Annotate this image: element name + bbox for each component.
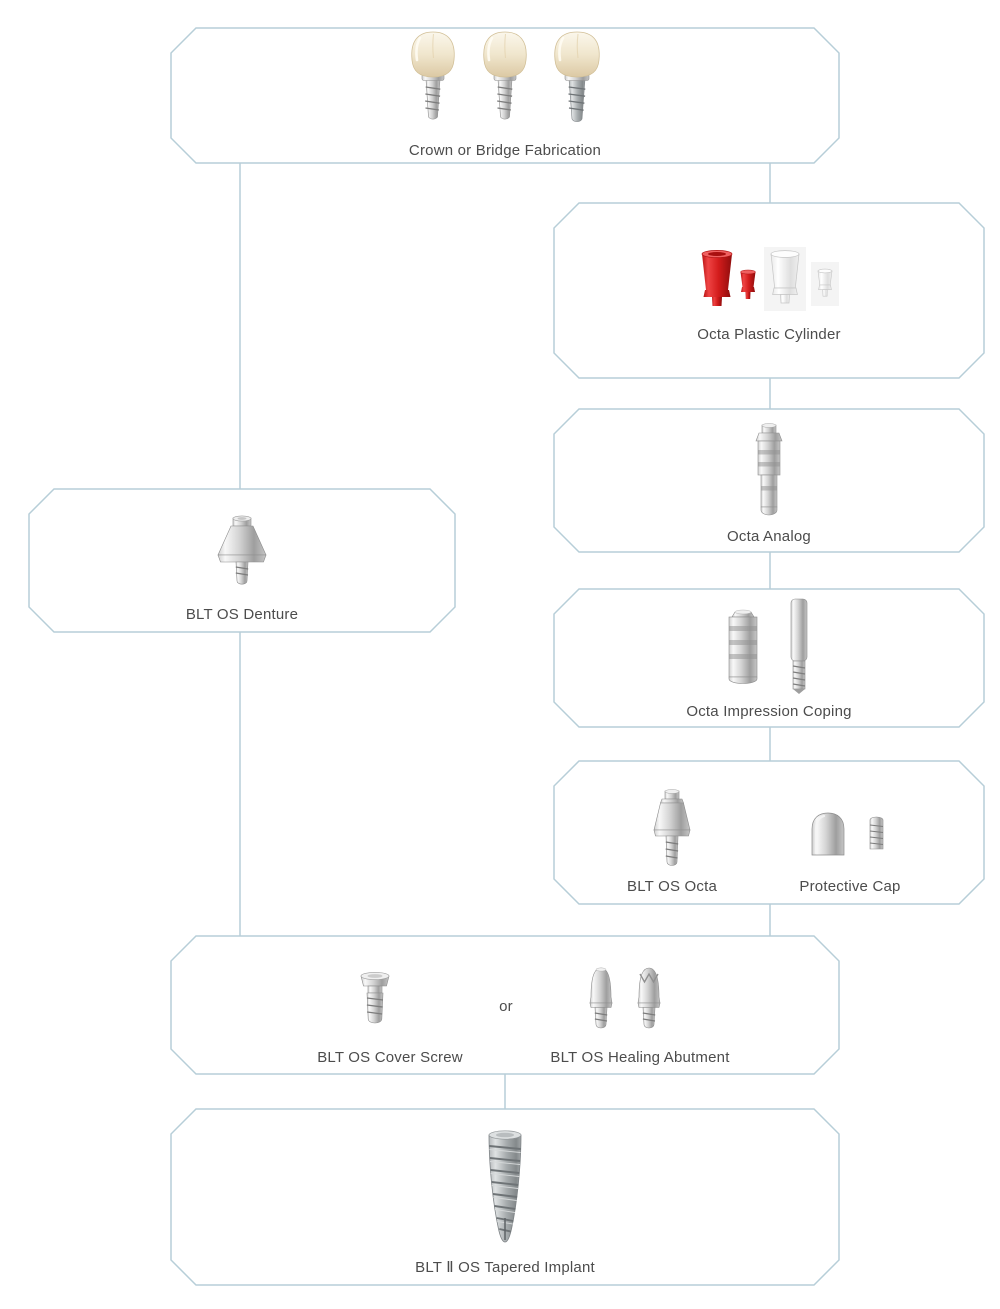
node-cover-screw-or-healing-abutment: or BLT OS Cover Screw <box>170 935 840 1075</box>
octa-plastic-cylinder-art <box>694 246 844 318</box>
node-blt-os-denture: BLT OS Denture <box>28 488 456 633</box>
node-octa-analog: Octa Analog <box>553 408 985 553</box>
octa-impression-coping-icon <box>728 598 808 694</box>
crown-bridge-art <box>404 29 606 129</box>
node-frame <box>553 760 985 905</box>
node-frame <box>553 588 985 728</box>
tapered-implant-icon <box>488 1130 522 1243</box>
cover-screw-art <box>355 968 395 1034</box>
protective-cap-icon <box>811 812 884 856</box>
node-label-octa-impression-coping: Octa Impression Coping <box>686 703 852 720</box>
node-crown-or-bridge-fabrication: Crown or Bridge Fabrication <box>170 27 840 164</box>
node-blt-os-octa-protective-cap: BLT OS Octa Protective Cap <box>553 760 985 905</box>
crown-bridge-icon <box>411 31 455 120</box>
octa-analog-icon <box>755 423 783 516</box>
node-octa-plastic-cylinder: Octa Plastic Cylinder <box>553 202 985 379</box>
node-frame <box>170 935 840 1075</box>
octa-impression-coping-art <box>709 596 829 696</box>
octa-analog-art <box>746 422 792 518</box>
tapered-implant-art <box>479 1126 531 1248</box>
node-label-octa-plastic-cylinder: Octa Plastic Cylinder <box>697 326 841 343</box>
octa-plastic-cylinder-icon <box>701 247 839 311</box>
node-label-crown-or-bridge: Crown or Bridge Fabrication <box>408 142 602 159</box>
node-label-protective-cap: Protective Cap <box>799 878 901 895</box>
node-label-blt-os-denture: BLT OS Denture <box>185 606 299 623</box>
blt-os-denture-art <box>209 514 275 592</box>
crown-bridge-icon <box>554 31 600 122</box>
healing-abutment-art <box>579 965 671 1039</box>
node-octa-impression-coping: Octa Impression Coping <box>553 588 985 728</box>
node-blt2-os-tapered-implant: BLT Ⅱ OS Tapered Implant <box>170 1108 840 1286</box>
or-text: or <box>499 998 513 1015</box>
blt-os-octa-icon <box>653 789 691 866</box>
cover-screw-icon <box>360 972 390 1024</box>
blt-os-denture-icon <box>217 515 267 585</box>
protective-cap-art <box>800 810 900 858</box>
blt-os-octa-art <box>647 788 697 872</box>
node-label-blt-os-octa: BLT OS Octa <box>626 878 718 895</box>
node-label-blt2-os-tapered-implant: BLT Ⅱ OS Tapered Implant <box>415 1259 595 1276</box>
node-label-blt-os-healing-abutment: BLT OS Healing Abutment <box>550 1049 730 1066</box>
node-label-octa-analog: Octa Analog <box>727 528 811 545</box>
healing-abutment-icon <box>589 967 661 1029</box>
node-label-blt-os-cover-screw: BLT OS Cover Screw <box>317 1049 463 1066</box>
crown-bridge-icon <box>483 31 527 120</box>
